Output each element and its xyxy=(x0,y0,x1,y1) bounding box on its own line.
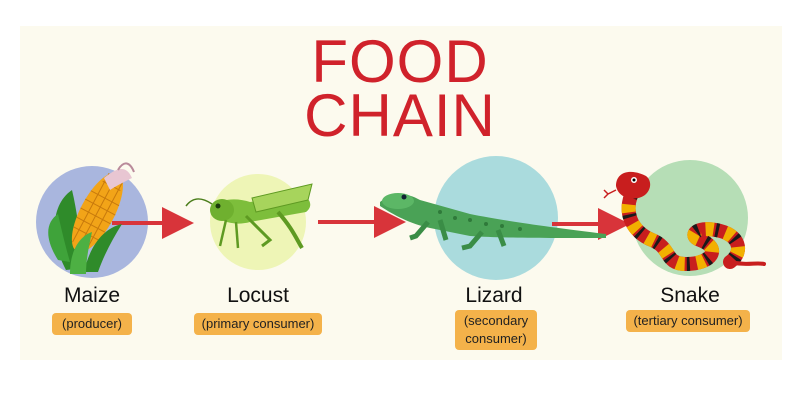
role-badge-maize: (producer) xyxy=(52,313,132,335)
lizard-icon xyxy=(380,193,606,251)
organism-name-lizard: Lizard xyxy=(465,284,523,307)
title-line-2: CHAIN xyxy=(304,82,496,149)
organism-name-locust: Locust xyxy=(227,284,289,307)
role-badge-lizard: (secondary consumer) xyxy=(455,310,537,350)
role-badge-snake: (tertiary consumer) xyxy=(626,310,750,332)
role-badge-locust: (primary consumer) xyxy=(194,313,322,335)
organism-name-snake: Snake xyxy=(660,284,720,307)
role-badge-lizard-line-1: (secondary xyxy=(463,313,529,328)
role-badge-lizard-line-2: consumer) xyxy=(465,331,527,346)
snake-icon xyxy=(603,171,766,272)
title-line-1: FOOD xyxy=(311,28,489,95)
locust-icon xyxy=(185,183,313,250)
corn-icon xyxy=(48,162,135,274)
organism-name-maize: Maize xyxy=(63,284,121,307)
